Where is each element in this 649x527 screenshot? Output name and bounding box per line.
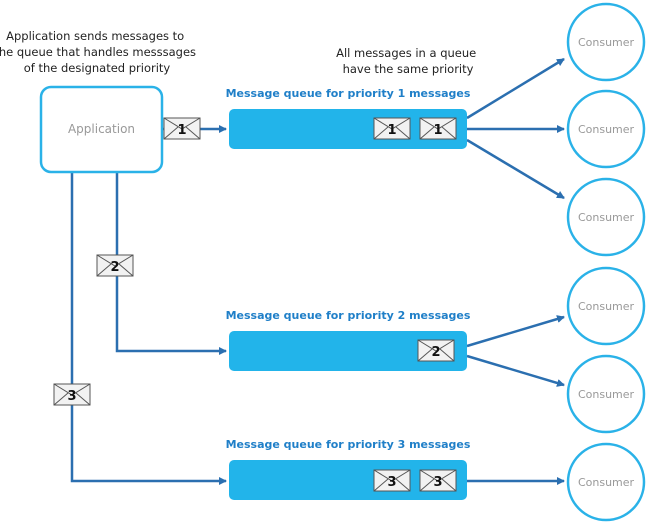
consumer-6[interactable]: Consumer <box>566 442 646 522</box>
application-box[interactable]: Application <box>39 85 164 174</box>
consumer-2[interactable]: Consumer <box>566 89 646 169</box>
arrow-app-to-queue-3 <box>70 172 227 485</box>
transit-message-2-number: 2 <box>110 260 119 275</box>
envelope-icon: 2 <box>417 339 455 362</box>
consumer-4-label: Consumer <box>578 300 635 313</box>
queue-1-message-1-number: 1 <box>387 123 396 138</box>
arrow-app-to-queue-2 <box>115 172 227 355</box>
note-left-line-3: of the designated priority <box>24 61 171 75</box>
connectors <box>70 57 565 485</box>
arrow-queue-2-to-consumer-5 <box>466 354 565 387</box>
envelope-icon: 1 <box>419 117 457 140</box>
envelope-icon: 3 <box>419 469 457 492</box>
envelope-icon: 3 <box>373 469 411 492</box>
queue-1-message-2-number: 1 <box>433 123 442 138</box>
note-left-line-2: the queue that handles messsages <box>0 45 196 59</box>
queue-3-message-1-number: 3 <box>387 475 396 490</box>
envelope-icon: 2 <box>96 254 134 277</box>
envelope-icon: 3 <box>53 383 91 406</box>
note-left: Application sends messages to the queue … <box>0 29 200 75</box>
note-left-line-1: Application sends messages to <box>6 29 184 43</box>
queue-2[interactable] <box>229 331 467 371</box>
note-right: All messages in a queue have the same pr… <box>336 46 480 76</box>
consumer-2-label: Consumer <box>578 123 635 136</box>
consumer-3[interactable]: Consumer <box>566 177 646 257</box>
transit-message-1-number: 1 <box>177 123 186 138</box>
consumer-4[interactable]: Consumer <box>566 266 646 346</box>
application-label: Application <box>68 122 135 136</box>
transit-message-3-number: 3 <box>67 389 76 404</box>
arrow-queue-1-to-consumer-3 <box>466 138 565 200</box>
consumer-1-label: Consumer <box>578 36 635 49</box>
consumer-3-label: Consumer <box>578 211 635 224</box>
consumer-5-label: Consumer <box>578 388 635 401</box>
queue-2-message-1-number: 2 <box>431 345 440 360</box>
note-right-line-1: All messages in a queue <box>336 46 476 60</box>
arrow-queue-1-to-consumer-1 <box>466 57 565 120</box>
queue-3-message-2-number: 3 <box>433 475 442 490</box>
note-right-line-2: have the same priority <box>343 62 474 76</box>
consumer-1[interactable]: Consumer <box>566 2 646 82</box>
queue-2-title: Message queue for priority 2 messages <box>226 309 471 322</box>
consumer-6-label: Consumer <box>578 476 635 489</box>
queue-1-title: Message queue for priority 1 messages <box>226 87 471 100</box>
consumer-5[interactable]: Consumer <box>566 354 646 434</box>
envelope-icon: 1 <box>373 117 411 140</box>
envelope-icon: 1 <box>163 117 201 140</box>
arrow-queue-2-to-consumer-4 <box>466 315 565 348</box>
queue-3-title: Message queue for priority 3 messages <box>226 438 471 451</box>
